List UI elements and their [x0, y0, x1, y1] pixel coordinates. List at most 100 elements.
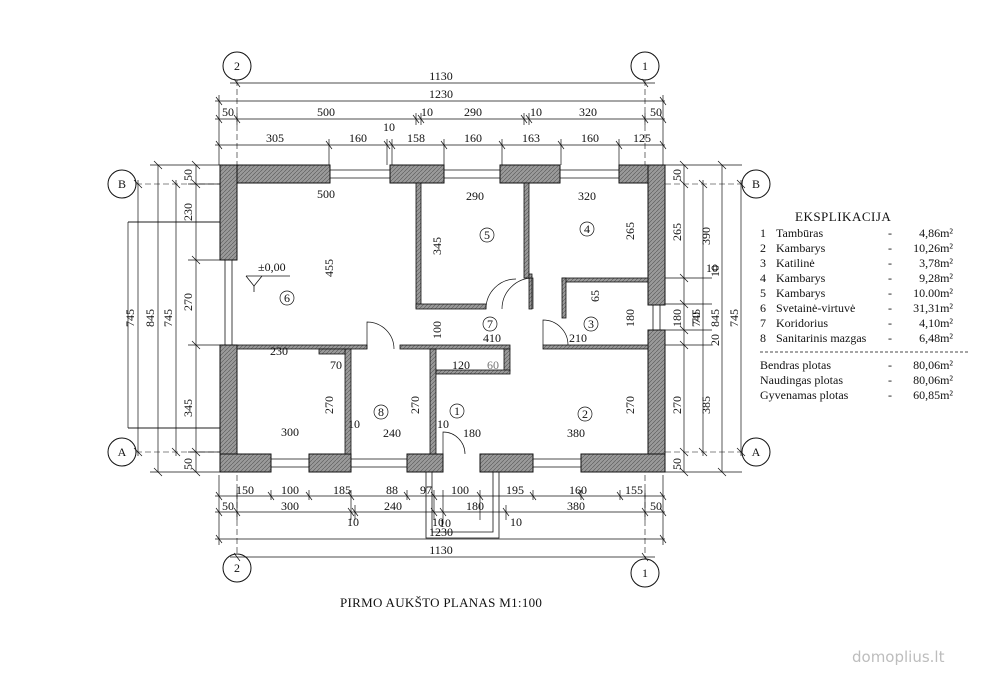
svg-text:305: 305 — [266, 131, 284, 145]
svg-text:50: 50 — [650, 105, 662, 119]
interior-walls — [236, 182, 649, 455]
svg-text:745: 745 — [123, 309, 137, 327]
interior-dims: 500 290 320 455 345 265 65 180 230 70 10… — [270, 187, 718, 530]
exterior-walls — [219, 164, 666, 473]
dim-right-inner-a: 50 265 10 180 20 270 50 — [670, 169, 722, 470]
svg-text:265: 265 — [670, 223, 684, 241]
explication-total-area: 80,06m² — [913, 358, 953, 372]
room-2-label: 2 — [582, 407, 588, 421]
explication-row-area: 4,86m² — [919, 226, 953, 240]
svg-text:160: 160 — [581, 131, 599, 145]
dim-left-outer: 745 845 745 — [123, 309, 175, 327]
room-5-label: 5 — [484, 228, 490, 242]
dim-left-inner: 50 230 270 345 50 — [181, 169, 195, 470]
room-markers — [279, 221, 599, 422]
svg-text:88: 88 — [386, 483, 398, 497]
svg-text:380: 380 — [567, 426, 585, 440]
explication-row-name: Tambūras — [776, 226, 823, 240]
room-6-label: 6 — [284, 291, 290, 305]
axis-b-right: B — [752, 177, 760, 191]
svg-text:160: 160 — [464, 131, 482, 145]
explication-total-name: Gyvenamas plotas — [760, 388, 849, 402]
explication-row-num: 3 — [760, 256, 766, 270]
explication-total-name: Bendras plotas — [760, 358, 831, 372]
explication-row-dash: - — [888, 271, 892, 285]
svg-text:845: 845 — [143, 309, 157, 327]
explication-row-name: Sanitarinis mazgas — [776, 331, 867, 345]
explication-total-row: Gyvenamas plotas - 60,85m² — [760, 388, 953, 402]
svg-text:745: 745 — [689, 309, 703, 327]
explication-row-num: 4 — [760, 271, 766, 285]
explication-row-area: 31,31m² — [913, 301, 953, 315]
svg-text:345: 345 — [181, 399, 195, 417]
svg-text:155: 155 — [625, 483, 643, 497]
svg-text:70: 70 — [689, 312, 703, 324]
svg-text:100: 100 — [281, 483, 299, 497]
svg-text:300: 300 — [281, 425, 299, 439]
explication-total-row: Naudingas plotas-80,06m² — [760, 373, 953, 387]
svg-text:320: 320 — [579, 105, 597, 119]
svg-text:120: 120 — [452, 358, 470, 372]
explication-total-area: 60,85m² — [913, 388, 953, 402]
svg-text:745: 745 — [727, 309, 741, 327]
explication-total-dash: - — [888, 388, 892, 402]
svg-text:290: 290 — [466, 189, 484, 203]
explication-row-area: 3,78m² — [919, 256, 953, 270]
explication-total-dash: - — [888, 373, 892, 387]
svg-text:300: 300 — [281, 499, 299, 513]
svg-text:195: 195 — [506, 483, 524, 497]
explication-row-dash: - — [888, 226, 892, 240]
svg-text:150: 150 — [236, 483, 254, 497]
svg-text:10: 10 — [437, 417, 449, 431]
dim-bottom-row1: 150 100 185 88 97 100 195 160 155 — [236, 483, 643, 497]
svg-text:10: 10 — [439, 516, 451, 530]
svg-text:455: 455 — [322, 259, 336, 277]
svg-text:210: 210 — [569, 331, 587, 345]
explication-row-num: 6 — [760, 301, 766, 315]
svg-text:10: 10 — [383, 120, 395, 134]
svg-text:50: 50 — [670, 458, 684, 470]
dim-bottom-overall-outer: 1130 — [429, 543, 453, 557]
explication-total-row: Bendras plotas-80,06m² — [760, 358, 953, 372]
explication-row-dash: - — [888, 256, 892, 270]
svg-text:60: 60 — [487, 358, 499, 372]
svg-text:10: 10 — [432, 515, 444, 529]
explication-row-dash: - — [888, 331, 892, 345]
explication-row-area: 4,10m² — [919, 316, 953, 330]
axis-1-top: 1 — [642, 59, 648, 73]
explication-row-num: 1 — [760, 226, 766, 240]
svg-text:65: 65 — [588, 290, 602, 302]
svg-text:160: 160 — [349, 131, 367, 145]
explication-row-name: Kambarys — [776, 241, 826, 255]
svg-text:10: 10 — [510, 515, 522, 529]
axis-1-bottom: 1 — [642, 566, 648, 580]
explication-row-name: Kambarys — [776, 271, 826, 285]
entrance-porch — [128, 221, 500, 539]
svg-text:185: 185 — [333, 483, 351, 497]
explication-total-name: Naudingas plotas — [760, 373, 843, 387]
svg-text:10: 10 — [530, 105, 542, 119]
explication-row-name: Koridorius — [776, 316, 828, 330]
svg-text:320: 320 — [578, 189, 596, 203]
explication-row-dash: - — [888, 301, 892, 315]
dim-right-inner-b: 390 70 385 — [689, 227, 713, 414]
explication-row-num: 5 — [760, 286, 766, 300]
room-7-label: 7 — [487, 317, 493, 331]
plan-title: PIRMO AUKŠTO PLANAS M1:100 — [340, 595, 542, 610]
axis-2-bottom: 2 — [234, 561, 240, 575]
svg-text:70: 70 — [330, 358, 342, 372]
explication-row: 1 Tambūras - 4,86m² — [760, 226, 953, 240]
svg-text:50: 50 — [181, 458, 195, 470]
explication-row-num: 8 — [760, 331, 766, 345]
svg-text:410: 410 — [483, 331, 501, 345]
top-dimension-lines — [215, 78, 667, 165]
svg-text:100: 100 — [430, 321, 444, 339]
dim-top-row4: 305 160 10 158 160 163 160 125 — [266, 120, 651, 145]
explication-row-num: 7 — [760, 316, 766, 330]
svg-text:180: 180 — [623, 309, 637, 327]
dim-top-row3: 50 500 10 290 10 320 50 — [222, 105, 662, 119]
